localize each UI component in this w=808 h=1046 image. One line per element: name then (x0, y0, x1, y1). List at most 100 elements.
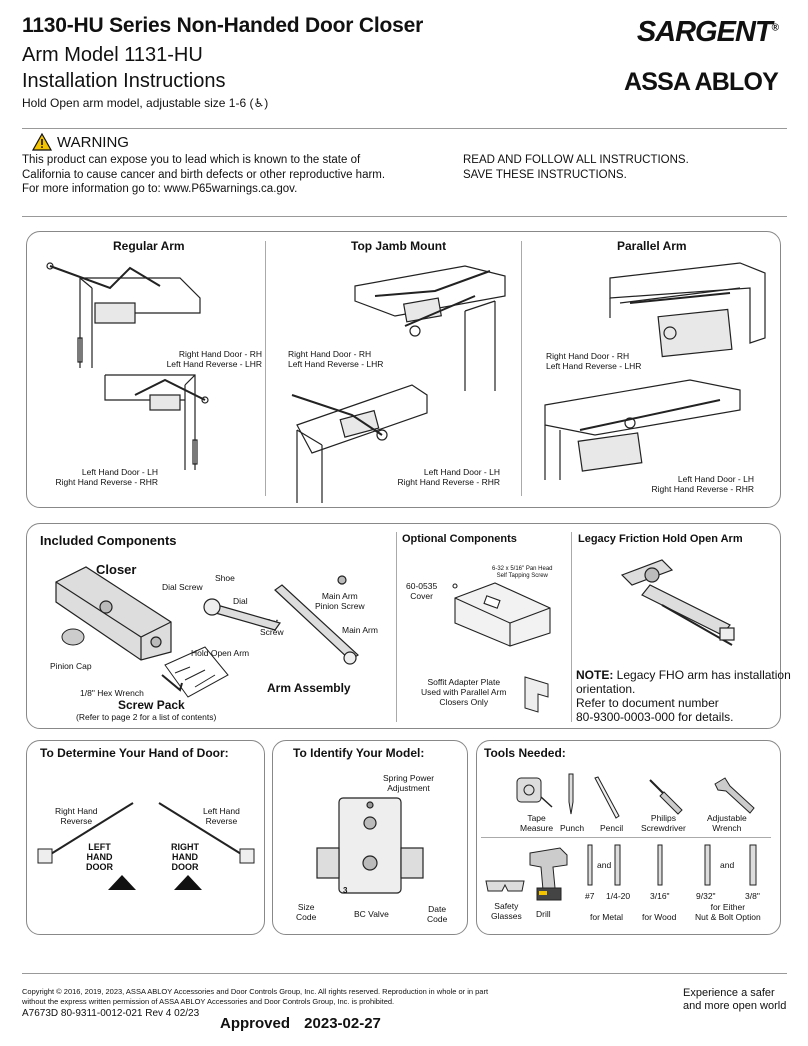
pencil-label: Pencil (600, 823, 624, 833)
lh-text: Left Hand Door - LH (81, 467, 158, 477)
panel-divider (396, 532, 397, 722)
rh-text: Right Hand Door - RH (178, 349, 262, 359)
pinion-screw-text: Pinion Screw (315, 601, 365, 611)
pinion-cap-illustration (61, 628, 85, 646)
drill-icon (529, 847, 568, 901)
wrench-line: Adjustable (707, 813, 747, 823)
lhr-text: Left Hand Reverse - LHR (166, 359, 262, 369)
tagline: Experience a safer and more open world (683, 987, 786, 1013)
hand-of-door-diagram (37, 802, 255, 890)
philips-line: Screwdriver (641, 823, 686, 833)
bit-38-label: 3/8" (745, 891, 760, 901)
parallel-rh-label: Right Hand Door - RH Left Hand Reverse -… (546, 351, 666, 371)
left-hand-door-label: LEFT HAND DOOR (86, 842, 113, 872)
bit-316-label: 3/16" (650, 891, 670, 901)
document-title: 1130-HU Series Non-Handed Door Closer (22, 14, 424, 37)
warning-line: This product can expose you to lead whic… (22, 154, 361, 166)
bc-valve-label: BC Valve (354, 909, 389, 919)
lhd-line: LEFT (88, 842, 111, 852)
panel-divider (521, 241, 522, 496)
either-line: for Either (710, 902, 746, 912)
lhd-line: DOOR (86, 862, 113, 872)
tools-needed-title: Tools Needed: (484, 746, 566, 760)
regular-arm-title: Regular Arm (113, 239, 185, 253)
legacy-fho-title: Legacy Friction Hold Open Arm (578, 533, 743, 545)
warning-line: California to cause cancer and birth def… (22, 168, 386, 181)
closer-front-illustration (316, 797, 424, 894)
glasses-line: Safety (494, 901, 519, 911)
tape-measure-icon (516, 777, 553, 808)
size-code-digit: 3 (343, 886, 348, 895)
note-text: Legacy FHO arm has installation (613, 668, 791, 682)
cover-text: Cover (410, 591, 433, 601)
pan-head-screw-label: 6-32 x 5/16" Pan Head Self Tapping Screw (492, 566, 553, 580)
rhd-line: RIGHT (171, 842, 199, 852)
right-hand-door-label: RIGHT HAND DOOR (171, 842, 199, 872)
rhd-line: DOOR (171, 862, 199, 872)
soffit-plate-illustration (524, 676, 549, 713)
arm-assembly-illustration (203, 575, 359, 665)
registered-mark: ® (771, 22, 779, 34)
assa-abloy-logo: ASSA ABLOY (623, 68, 779, 96)
soffit-text: Soffit Adapter Plate (427, 677, 501, 687)
main-arm-label: Main Arm (342, 625, 378, 635)
identify-model-title: To Identify Your Model: (293, 746, 425, 760)
hand-of-door-title: To Determine Your Hand of Door: (40, 746, 229, 760)
tape-line: Measure (520, 823, 554, 833)
size-code-label: Size Code (296, 902, 316, 922)
top-jamb-lh-illustration (291, 384, 428, 503)
for-wood-label: for Wood (642, 912, 677, 922)
right-hand-reverse-label: Right Hand Reverse (55, 806, 98, 826)
lhr-line: Left Hand (203, 806, 240, 816)
philips-screwdriver-icon (649, 779, 683, 815)
note-text: 80-9300-0003-000 for details. (576, 710, 734, 724)
regular-lh-label: Left Hand Door - LH Right Hand Reverse -… (30, 467, 158, 487)
screw-spec-text: Self Tapping Screw (496, 573, 548, 579)
bit-7-label: #7 (585, 891, 595, 901)
rh-text: Right Hand Door - RH (546, 351, 630, 361)
main-arm-pinion-screw-label: Main Arm Pinion Screw (315, 591, 365, 611)
lhr-text: Left Hand Reverse - LHR (546, 361, 642, 371)
wrench-line: Wrench (712, 823, 742, 833)
bit-932-label: 9/32" (696, 891, 716, 901)
tools-needed-panel (476, 740, 781, 935)
top-jamb-rh-label: Right Hand Door - RH Left Hand Reverse -… (288, 349, 418, 369)
optional-components-title: Optional Components (402, 533, 517, 545)
safety-glasses-label: Safety Glasses (491, 901, 522, 921)
rhr-text: Right Hand Reverse - RHR (55, 477, 158, 487)
spring-power-label: Spring Power Adjustment (383, 773, 434, 793)
size-line: Code (296, 912, 317, 922)
adjustable-wrench-label: Adjustable Wrench (707, 813, 747, 833)
closer-illustration (55, 566, 172, 661)
read-line: SAVE THESE INSTRUCTIONS. (463, 168, 627, 181)
cover-label: 60-0535 Cover (406, 581, 437, 601)
cover-illustration (452, 582, 551, 647)
date-code-label: Date Code (427, 904, 447, 924)
lhd-line: HAND (86, 852, 113, 862)
document-id: A7673D 80-9311-0012-021 Rev 4 02/23 (22, 1008, 200, 1019)
tools-divider (481, 837, 771, 838)
shoe-label: Shoe (215, 573, 235, 583)
rhd-line: HAND (172, 852, 198, 862)
for-metal-label: for Metal (590, 912, 624, 922)
date-line: Date (428, 904, 447, 914)
panel-divider (571, 532, 572, 722)
warning-divider (22, 216, 787, 217)
dial-screw-label: Dial Screw (162, 582, 203, 592)
soffit-plate-label: Soffit Adapter Plate Used with Parallel … (421, 677, 507, 707)
rhr-text: Right Hand Reverse - RHR (397, 477, 500, 487)
closer-label: Closer (96, 562, 137, 577)
screw-pack-label: Screw Pack (118, 698, 185, 712)
screw-spec-text: 6-32 x 5/16" Pan Head (492, 566, 553, 572)
pinion-cap-label: Pinion Cap (50, 661, 92, 671)
components-panel (26, 523, 781, 729)
adjustable-wrench-icon (714, 777, 755, 814)
header-divider (22, 128, 787, 129)
hand-of-door-panel (26, 740, 265, 935)
punch-icon (568, 773, 574, 815)
philips-line: Philips (650, 813, 676, 823)
regular-arm-rh-illustration (46, 262, 201, 368)
note-text: Refer to document number (576, 696, 719, 710)
for-either-label: for Either Nut & Bolt Option (695, 902, 761, 922)
hex-wrench-label: 1/8" Hex Wrench (80, 688, 144, 698)
